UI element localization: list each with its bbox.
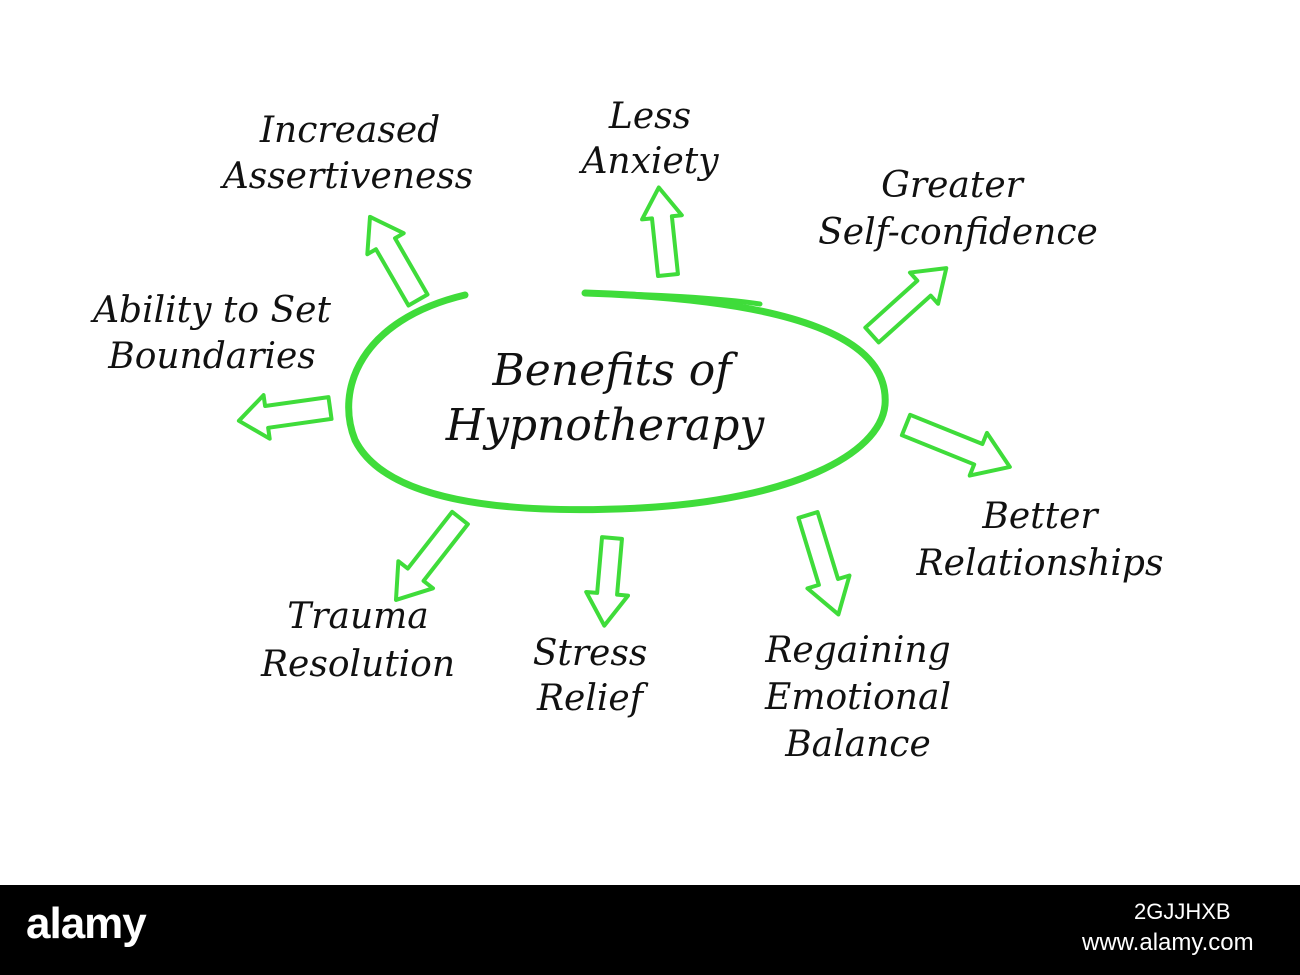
label-line: Increased bbox=[259, 110, 440, 151]
center-ellipse-overlap bbox=[582, 290, 763, 307]
label-line: Trauma bbox=[287, 596, 428, 637]
label-line: Regaining bbox=[764, 630, 950, 671]
arrow-to-trauma-resolution bbox=[393, 509, 470, 602]
arrow-to-stress-relief bbox=[584, 535, 631, 628]
label-line: Boundaries bbox=[107, 336, 316, 377]
center-ellipse bbox=[345, 289, 889, 514]
image-id: 2GJJHXB bbox=[1134, 899, 1231, 924]
label-line: Greater bbox=[881, 165, 1025, 206]
benefit-trauma-resolution: Trauma Resolution bbox=[260, 596, 455, 685]
arrow-to-regaining-emotional-balance bbox=[796, 510, 852, 617]
alamy-logo: alamy bbox=[26, 899, 147, 948]
label-line: Ability to Set bbox=[90, 290, 331, 331]
label-line: Better bbox=[981, 496, 1099, 537]
benefit-stress-relief: Stress Relief bbox=[533, 633, 649, 719]
label-line: Anxiety bbox=[578, 141, 719, 182]
label-line: Relief bbox=[536, 678, 649, 719]
source-url: www.alamy.com bbox=[1082, 929, 1254, 956]
benefit-less-anxiety: Less Anxiety bbox=[578, 96, 719, 182]
label-line: Emotional bbox=[764, 677, 951, 718]
label-line: Resolution bbox=[260, 644, 455, 685]
benefit-better-relationships: Better Relationships bbox=[916, 496, 1164, 584]
benefit-regaining-emotional-balance: Regaining Emotional Balance bbox=[764, 630, 951, 765]
label-line: Assertiveness bbox=[220, 156, 474, 197]
benefit-greater-self-confidence: Greater Self-confidence bbox=[818, 165, 1098, 253]
label-line: Relationships bbox=[916, 543, 1164, 584]
arrow-to-better-relationships bbox=[899, 412, 1012, 478]
watermark-footer: alamy 2GJJHXB www.alamy.com bbox=[0, 885, 1300, 975]
label-line: Less bbox=[608, 96, 691, 137]
label-line: Balance bbox=[784, 724, 931, 765]
label-line: Self-confidence bbox=[818, 212, 1098, 253]
label-line: Stress bbox=[533, 633, 648, 674]
benefits-diagram: Benefits of Hypnotherapy Increased bbox=[90, 96, 1164, 765]
arrow-to-less-anxiety bbox=[640, 185, 684, 279]
arrow-to-increased-assertiveness bbox=[365, 214, 430, 308]
arrow-to-ability-to-set-boundaries bbox=[236, 393, 334, 441]
benefit-ability-to-set-boundaries: Ability to Set Boundaries bbox=[90, 290, 331, 377]
arrow-to-greater-self-confidence bbox=[863, 266, 949, 345]
center-title-line2: Hypnotherapy bbox=[445, 400, 766, 451]
benefit-increased-assertiveness: Increased Assertiveness bbox=[220, 110, 474, 197]
center-title-line1: Benefits of bbox=[491, 345, 738, 396]
